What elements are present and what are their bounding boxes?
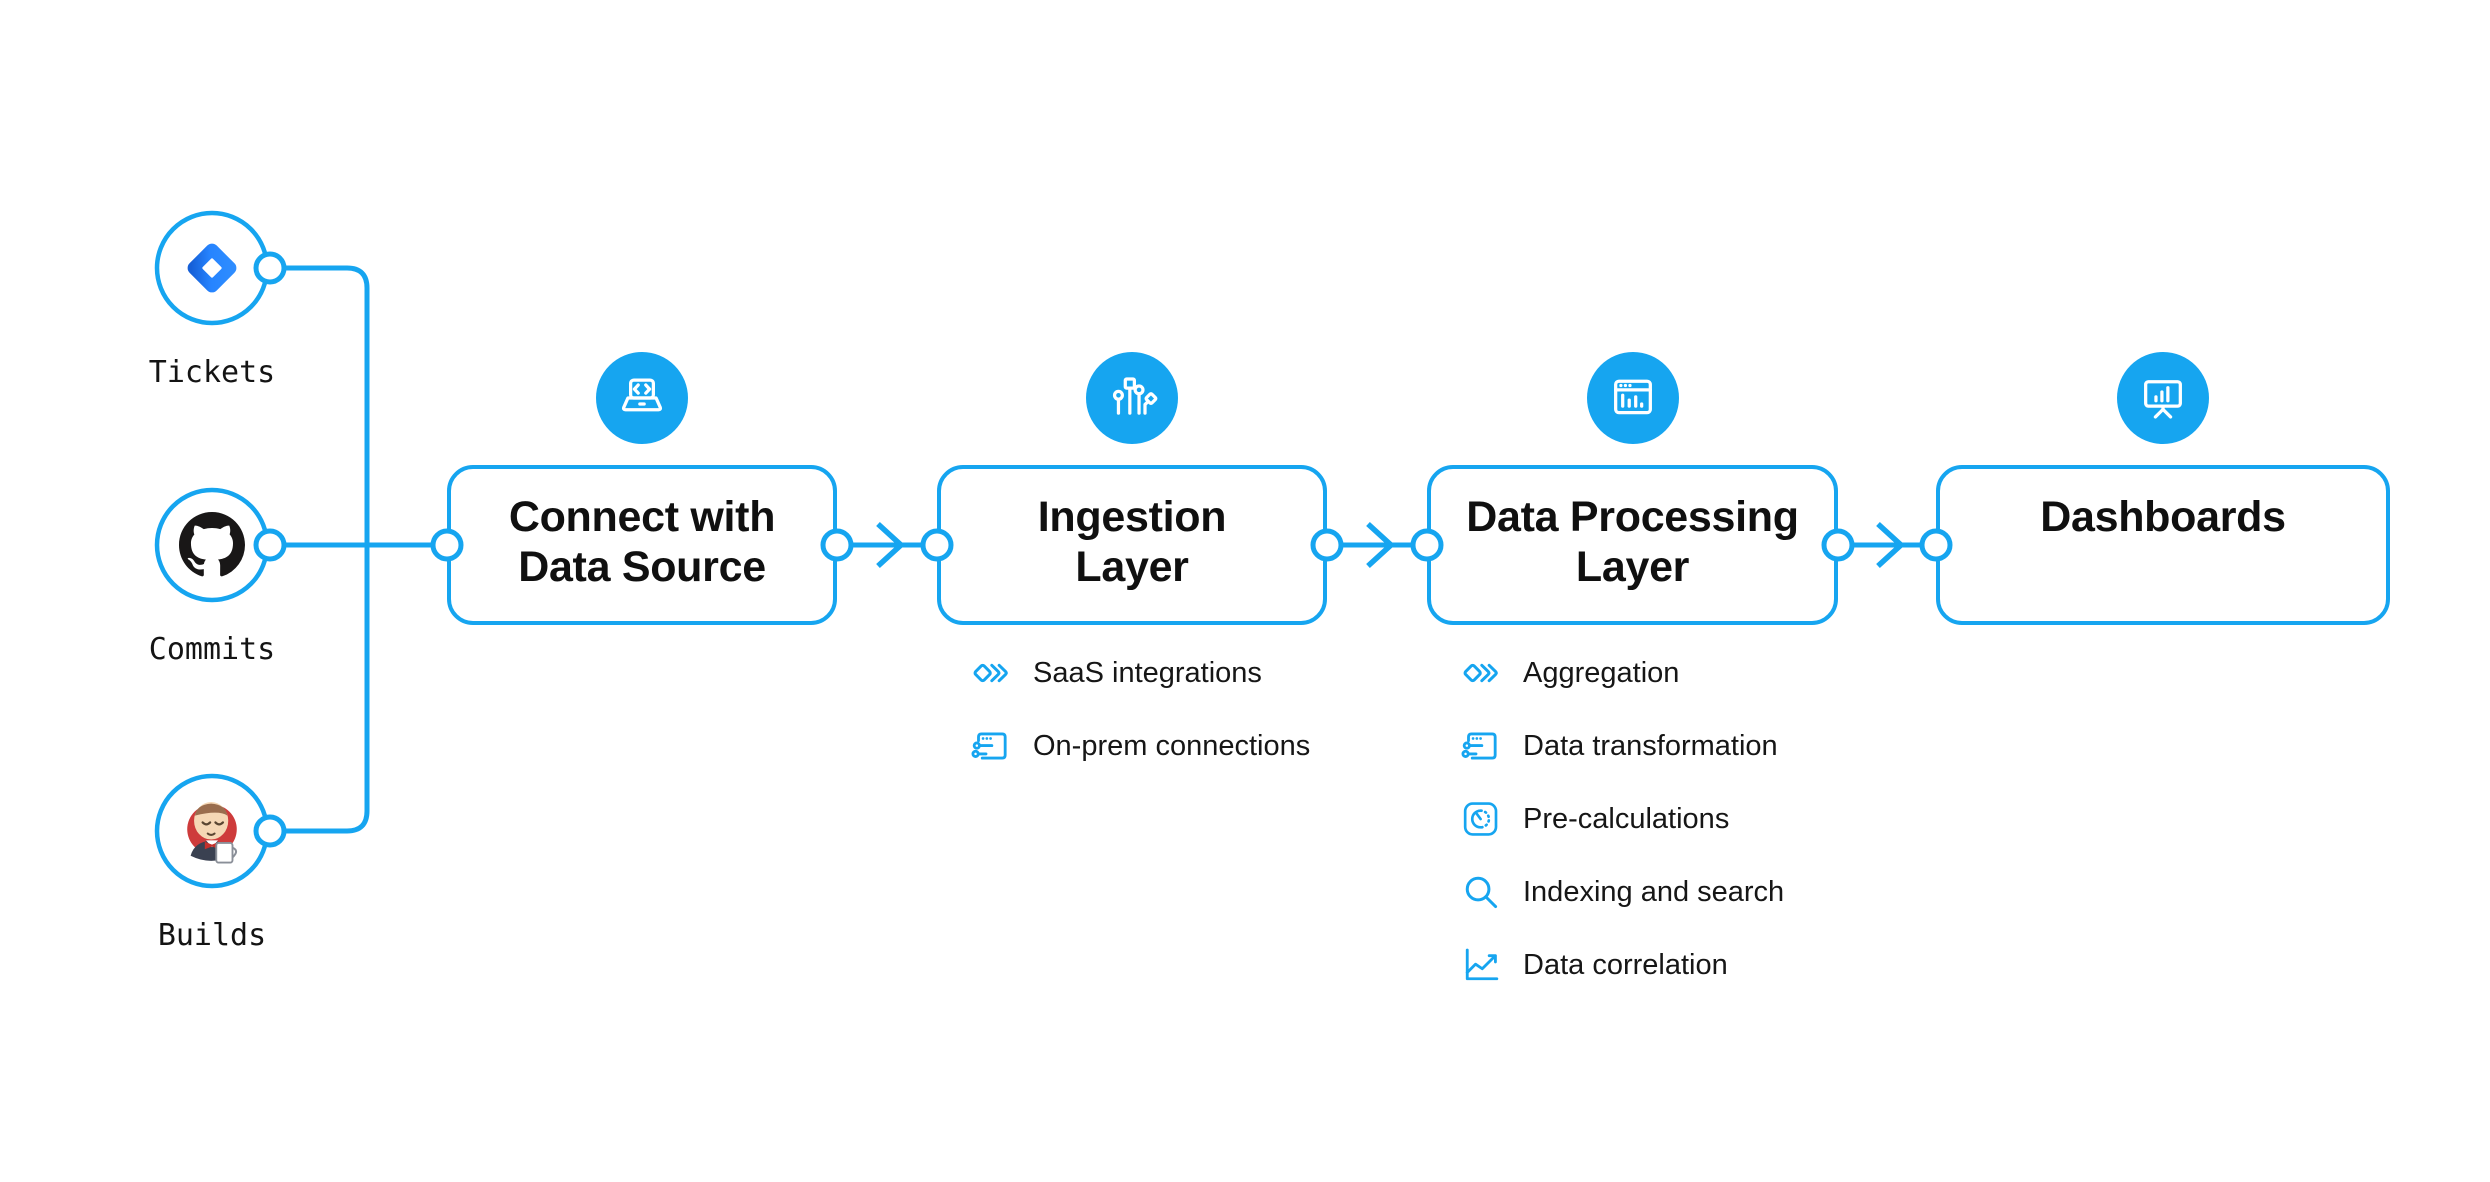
connector-node <box>253 528 287 562</box>
ingestion-circuit-icon <box>1106 372 1158 424</box>
arrowhead-1 <box>876 521 906 569</box>
window-chart-icon <box>1607 372 1659 424</box>
diamonds-icon <box>971 653 1011 693</box>
stage-icon-bubble <box>1586 352 1679 444</box>
source-icon-wrap <box>179 512 245 578</box>
source-label: Builds <box>157 918 267 953</box>
feature-item: Pre-calculations <box>1461 799 1784 839</box>
connector-node <box>253 814 287 848</box>
presentation-chart-icon <box>2137 372 2189 424</box>
feature-list: Aggregation Data transformation Pre-calc… <box>1461 653 1784 985</box>
window-sliders-icon <box>971 726 1011 766</box>
source-label: Tickets <box>148 355 276 390</box>
feature-label: Data transformation <box>1523 730 1778 762</box>
stage-box: Data Processing Layer <box>1427 465 1838 625</box>
stage-title-line: Layer <box>1075 543 1189 591</box>
connector-trunk <box>270 265 370 834</box>
feature-item: Data correlation <box>1461 945 1784 985</box>
stage-icon-bubble <box>596 352 688 444</box>
chart-line-icon <box>1461 945 1501 985</box>
stage-icon-bubble <box>1086 352 1178 444</box>
jenkins-icon <box>171 790 253 872</box>
feature-list: SaaS integrations On-prem connections <box>971 653 1310 766</box>
stage-box: Ingestion Layer <box>937 465 1327 625</box>
arrowhead-2 <box>1366 521 1396 569</box>
stage-title-line: Ingestion <box>1037 493 1227 541</box>
connector-node <box>253 251 287 285</box>
feature-label: SaaS integrations <box>1033 657 1262 689</box>
feature-label: Pre-calculations <box>1523 803 1730 835</box>
feature-label: Indexing and search <box>1523 876 1785 908</box>
stage-title-line: Connect with <box>508 493 776 541</box>
stage-title-line: Data Processing <box>1466 493 1799 541</box>
stage-title-line: Data Source <box>518 543 766 591</box>
stage-box: Connect with Data Source <box>447 465 837 625</box>
source-icon-wrap <box>180 236 244 300</box>
feature-item: Indexing and search <box>1461 872 1784 912</box>
jira-icon <box>180 236 244 300</box>
laptop-code-icon <box>616 372 668 424</box>
stage-box: Dashboards <box>1936 465 2390 625</box>
arrowhead-3 <box>1876 521 1906 569</box>
source-icon-wrap <box>171 790 253 872</box>
stage-title-line: Dashboards <box>2040 493 2286 541</box>
github-icon <box>179 512 245 578</box>
gauge-icon <box>1461 799 1501 839</box>
feature-label: Data correlation <box>1523 949 1728 981</box>
stage-icon-bubble <box>2117 352 2209 444</box>
stage-title-line: Layer <box>1575 543 1690 591</box>
search-icon <box>1461 872 1501 912</box>
diamonds-icon <box>1461 653 1501 693</box>
feature-label: Aggregation <box>1523 657 1680 689</box>
feature-item: Aggregation <box>1461 653 1784 693</box>
feature-item: On-prem connections <box>971 726 1310 766</box>
source-label: Commits <box>148 632 276 667</box>
feature-item: Data transformation <box>1461 726 1784 766</box>
feature-label: On-prem connections <box>1033 730 1311 762</box>
window-sliders-icon <box>1461 726 1501 766</box>
feature-item: SaaS integrations <box>971 653 1310 693</box>
